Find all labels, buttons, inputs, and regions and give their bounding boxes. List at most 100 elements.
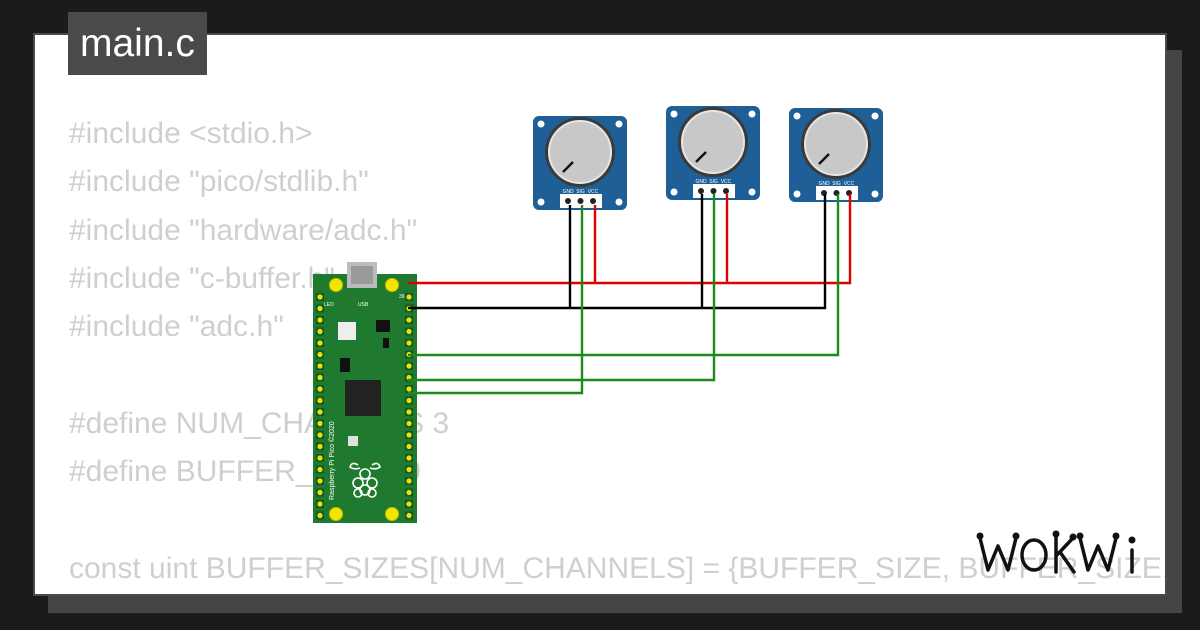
pin-pad [317,374,323,381]
mount-hole [748,188,756,196]
pot-pin-label: SIG [709,179,718,185]
knob-indicator [818,153,830,165]
chip-component [383,338,389,348]
pin-pad [317,305,323,312]
flash-marker [348,436,358,446]
pico-pins [316,293,413,520]
mount-hole [670,188,678,196]
pot-pin-label: VCC [721,179,732,185]
code-line: #include "pico/stdlib.h" [69,165,369,199]
mount-hole [329,278,343,292]
pin-pad [317,512,323,519]
knob-indicator [695,151,707,163]
code-line: #include "adc.h" [69,310,284,344]
mount-hole [670,110,678,118]
pico-board[interactable]: LED USB 39 Raspberry Pi Pico ©2020 [313,262,417,523]
pot-knob[interactable] [804,112,868,176]
pin-pad [406,489,412,496]
pot-knob[interactable] [681,110,745,174]
wires [408,194,852,395]
pin-pad [406,455,412,461]
led-label: LED [324,302,334,308]
knob-indicator [562,161,574,173]
mount-hole [871,190,879,198]
mount-hole [793,112,801,120]
pin-label: 39 [399,294,405,300]
wokwi-logo [976,530,1136,574]
pin-pad [406,512,412,519]
gnd-wire[interactable] [408,194,827,310]
pin-pad [317,432,323,438]
pot-pin[interactable] [723,188,729,194]
pin-pad [406,294,412,300]
pin-pad [317,351,323,358]
pin-pad [317,340,323,346]
pin-pad [317,466,323,473]
pot-pin[interactable] [710,188,717,194]
mount-hole [385,507,399,521]
sig-wire[interactable] [408,194,840,357]
pin-pad [406,443,412,450]
pin-pad [317,397,323,404]
code-line: #include "c-buffer.h" [69,261,335,295]
pot-pin[interactable] [590,198,596,204]
pot-pin[interactable] [565,198,571,204]
pin-pad [406,432,412,438]
pin-pad [406,363,412,369]
pin-pad [317,386,323,392]
mount-hole [793,190,801,198]
sig-wire[interactable] [408,205,584,395]
pot-pin[interactable] [577,198,584,204]
mount-hole [748,110,756,118]
chip-component [376,320,390,332]
chip-component [340,358,350,372]
mount-hole [385,278,399,292]
vcc-wire[interactable] [408,194,852,285]
pot-pin-label: GND [818,181,830,187]
raspberry-logo-icon [349,462,381,498]
pin-pad [317,328,323,335]
board-name: Raspberry Pi Pico ©2020 [328,421,336,500]
usb-label: USB [358,302,369,308]
mount-hole [537,198,545,206]
usb-port [351,266,373,284]
mount-hole [871,112,879,120]
pin-pad [317,420,323,427]
pot-pin-label: SIG [576,189,585,195]
file-tab[interactable]: main.c [68,12,207,75]
pin-pad [406,466,412,473]
pin-pad [406,397,412,404]
pin-pad [406,386,412,392]
pin-pad [317,501,323,507]
pot-pin[interactable] [698,188,704,194]
pin-pad [406,409,412,415]
pin-pad [406,501,412,507]
code-line: #include "hardware/adc.h" [69,213,418,247]
mount-hole [615,198,623,206]
rp2040-chip [345,380,381,416]
pin-pad [406,478,412,484]
pin-pad [317,409,323,415]
pot-pin-label: GND [562,189,574,195]
pot-pin-label: VCC [588,189,599,195]
pin-pad [317,363,323,369]
pin-pad [406,420,412,427]
pin-pad [317,478,323,484]
pot-pin-label: SIG [832,181,841,187]
pin-pad [317,455,323,461]
pot-pin-label: VCC [844,181,855,187]
pot-pin-label: GND [695,179,707,185]
code-line: #include <stdio.h> [69,117,313,150]
pin-pad [317,489,323,496]
mount-hole [329,507,343,521]
sig-wire[interactable] [408,194,716,382]
pin-pad [317,317,323,323]
pot-knob[interactable] [548,120,612,184]
pin-pad [406,317,412,323]
pin-pad [317,443,323,450]
